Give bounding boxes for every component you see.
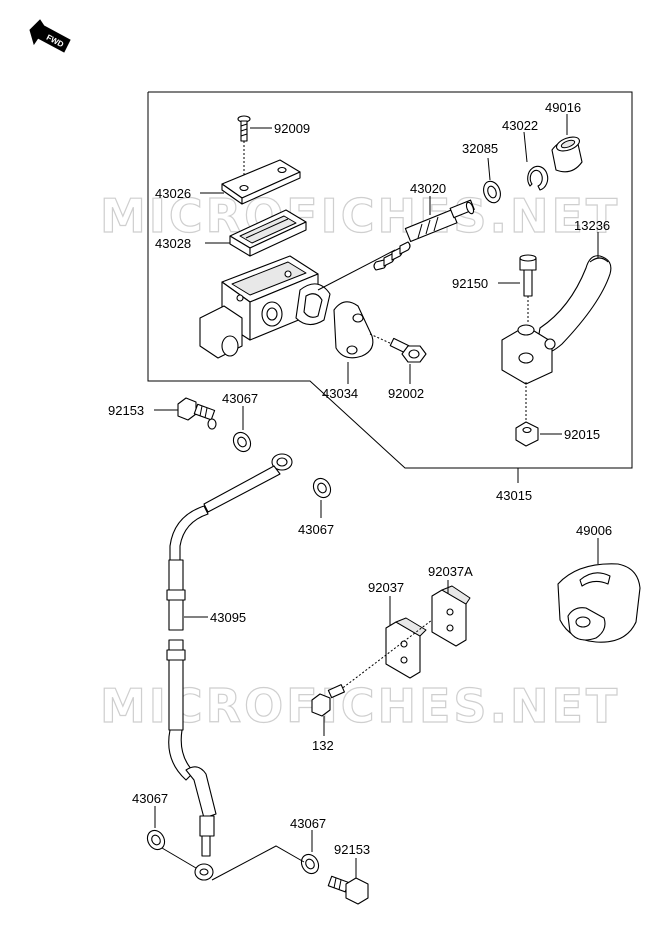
fwd-arrow-icon: FWD <box>29 19 71 53</box>
label-92153-bottom: 92153 <box>334 842 370 857</box>
label-43034: 43034 <box>322 386 358 401</box>
label-43020: 43020 <box>410 181 446 196</box>
part-92037A-clamp <box>431 585 471 647</box>
label-92009: 92009 <box>274 121 310 136</box>
part-49016-boot <box>551 136 583 173</box>
label-32085: 32085 <box>462 141 498 156</box>
part-43067-washer-b <box>312 477 332 499</box>
label-13236: 13236 <box>574 218 610 233</box>
watermark-top: MICROFICHES.NET <box>100 189 620 243</box>
part-43028-diaphragm <box>229 209 307 257</box>
label-43015: 43015 <box>496 488 532 503</box>
part-43095-brake-hose <box>166 453 293 881</box>
part-92002-bolt <box>369 333 427 363</box>
part-43067-washer-a <box>232 431 252 453</box>
label-43026: 43026 <box>155 186 191 201</box>
part-43020-piston <box>373 199 475 271</box>
label-43022: 43022 <box>502 118 538 133</box>
part-43034-clamp <box>333 301 374 359</box>
label-132: 132 <box>312 738 334 753</box>
part-92037-clamp <box>385 617 427 679</box>
label-92037: 92037 <box>368 580 404 595</box>
part-13236-lever <box>501 255 612 385</box>
part-master-cylinder-body <box>199 255 331 359</box>
part-43022-circlip <box>527 165 549 191</box>
label-43095: 43095 <box>210 610 246 625</box>
part-32085-washer <box>483 180 501 204</box>
label-43067-d: 43067 <box>290 816 326 831</box>
label-92037A: 92037A <box>428 564 473 579</box>
part-43026-cap <box>221 159 301 205</box>
label-92015: 92015 <box>564 427 600 442</box>
part-132-bolt <box>311 619 433 717</box>
part-92153-banjo-bolt-top <box>177 397 217 430</box>
label-43067-b: 43067 <box>298 522 334 537</box>
part-92015-nut <box>515 382 539 447</box>
label-92150: 92150 <box>452 276 488 291</box>
part-92009-screw <box>237 115 251 180</box>
label-43028: 43028 <box>155 236 191 251</box>
label-43067-a: 43067 <box>222 391 258 406</box>
part-92150-bolt <box>519 254 537 322</box>
part-49006-cover <box>557 563 641 643</box>
label-92153-top: 92153 <box>108 403 144 418</box>
part-92153-banjo-bolt-bottom <box>327 875 369 905</box>
label-43067-c: 43067 <box>132 791 168 806</box>
label-49016: 49016 <box>545 100 581 115</box>
part-43067-washer-c <box>146 829 166 851</box>
watermark-bottom: MICROFICHES.NET <box>100 679 620 733</box>
label-49006: 49006 <box>576 523 612 538</box>
assembly-frame <box>147 91 633 469</box>
label-92002: 92002 <box>388 386 424 401</box>
part-43067-washer-d <box>300 853 320 875</box>
